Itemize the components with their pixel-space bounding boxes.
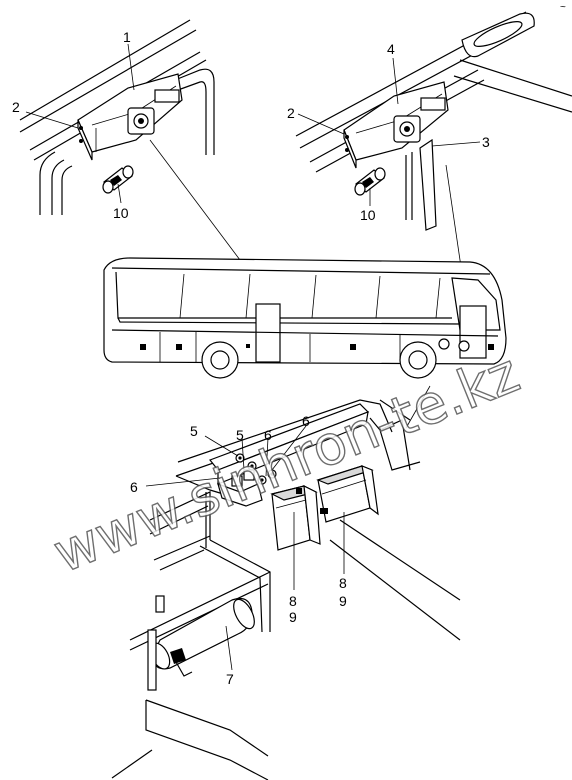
callout-2-right: 2 bbox=[287, 105, 295, 121]
callout-1: 1 bbox=[123, 29, 131, 45]
callout-10-right: 10 bbox=[360, 207, 376, 223]
callout-5b: 5 bbox=[236, 427, 244, 443]
extinguisher-cylinder bbox=[147, 595, 255, 691]
callout-10-left: 10 bbox=[113, 205, 129, 221]
detail-top-right: 4 2 3 10 bbox=[287, 11, 572, 329]
lamp-housing-left bbox=[77, 73, 183, 161]
callout-5c: 6 bbox=[264, 427, 272, 443]
callout-9a: 9 bbox=[289, 609, 297, 625]
corner-mark: ~ bbox=[560, 2, 566, 13]
callout-3: 3 bbox=[482, 134, 490, 150]
bulb-icon bbox=[102, 165, 134, 194]
handrail-bar bbox=[453, 12, 572, 113]
callout-9b: 9 bbox=[339, 593, 347, 609]
relay-panel bbox=[209, 403, 370, 507]
pillar-cover bbox=[405, 138, 437, 231]
callout-2-left: 2 bbox=[12, 99, 20, 115]
rear-wheel bbox=[201, 341, 239, 379]
callout-5a: 5 bbox=[190, 423, 198, 439]
callout-7: 7 bbox=[226, 671, 234, 687]
detail-top-left: 1 2 10 bbox=[12, 19, 271, 301]
callout-6b: 6 bbox=[302, 413, 310, 429]
callout-8a: 8 bbox=[289, 593, 297, 609]
battery-box-right bbox=[316, 465, 379, 523]
callout-8b: 8 bbox=[339, 575, 347, 591]
lamp-housing-right bbox=[343, 81, 449, 169]
callout-4: 4 bbox=[387, 41, 395, 57]
callout-6a: 6 bbox=[130, 479, 138, 495]
bus-side-view bbox=[103, 257, 507, 379]
bulb-icon-right bbox=[354, 167, 386, 196]
front-wheel bbox=[399, 341, 437, 379]
battery-box-left bbox=[270, 484, 321, 551]
watermark-text: www.sinhron-te.kz bbox=[45, 341, 528, 585]
detail-bottom: 5 5 6 6 6 7 8 9 8 9 bbox=[111, 385, 461, 780]
